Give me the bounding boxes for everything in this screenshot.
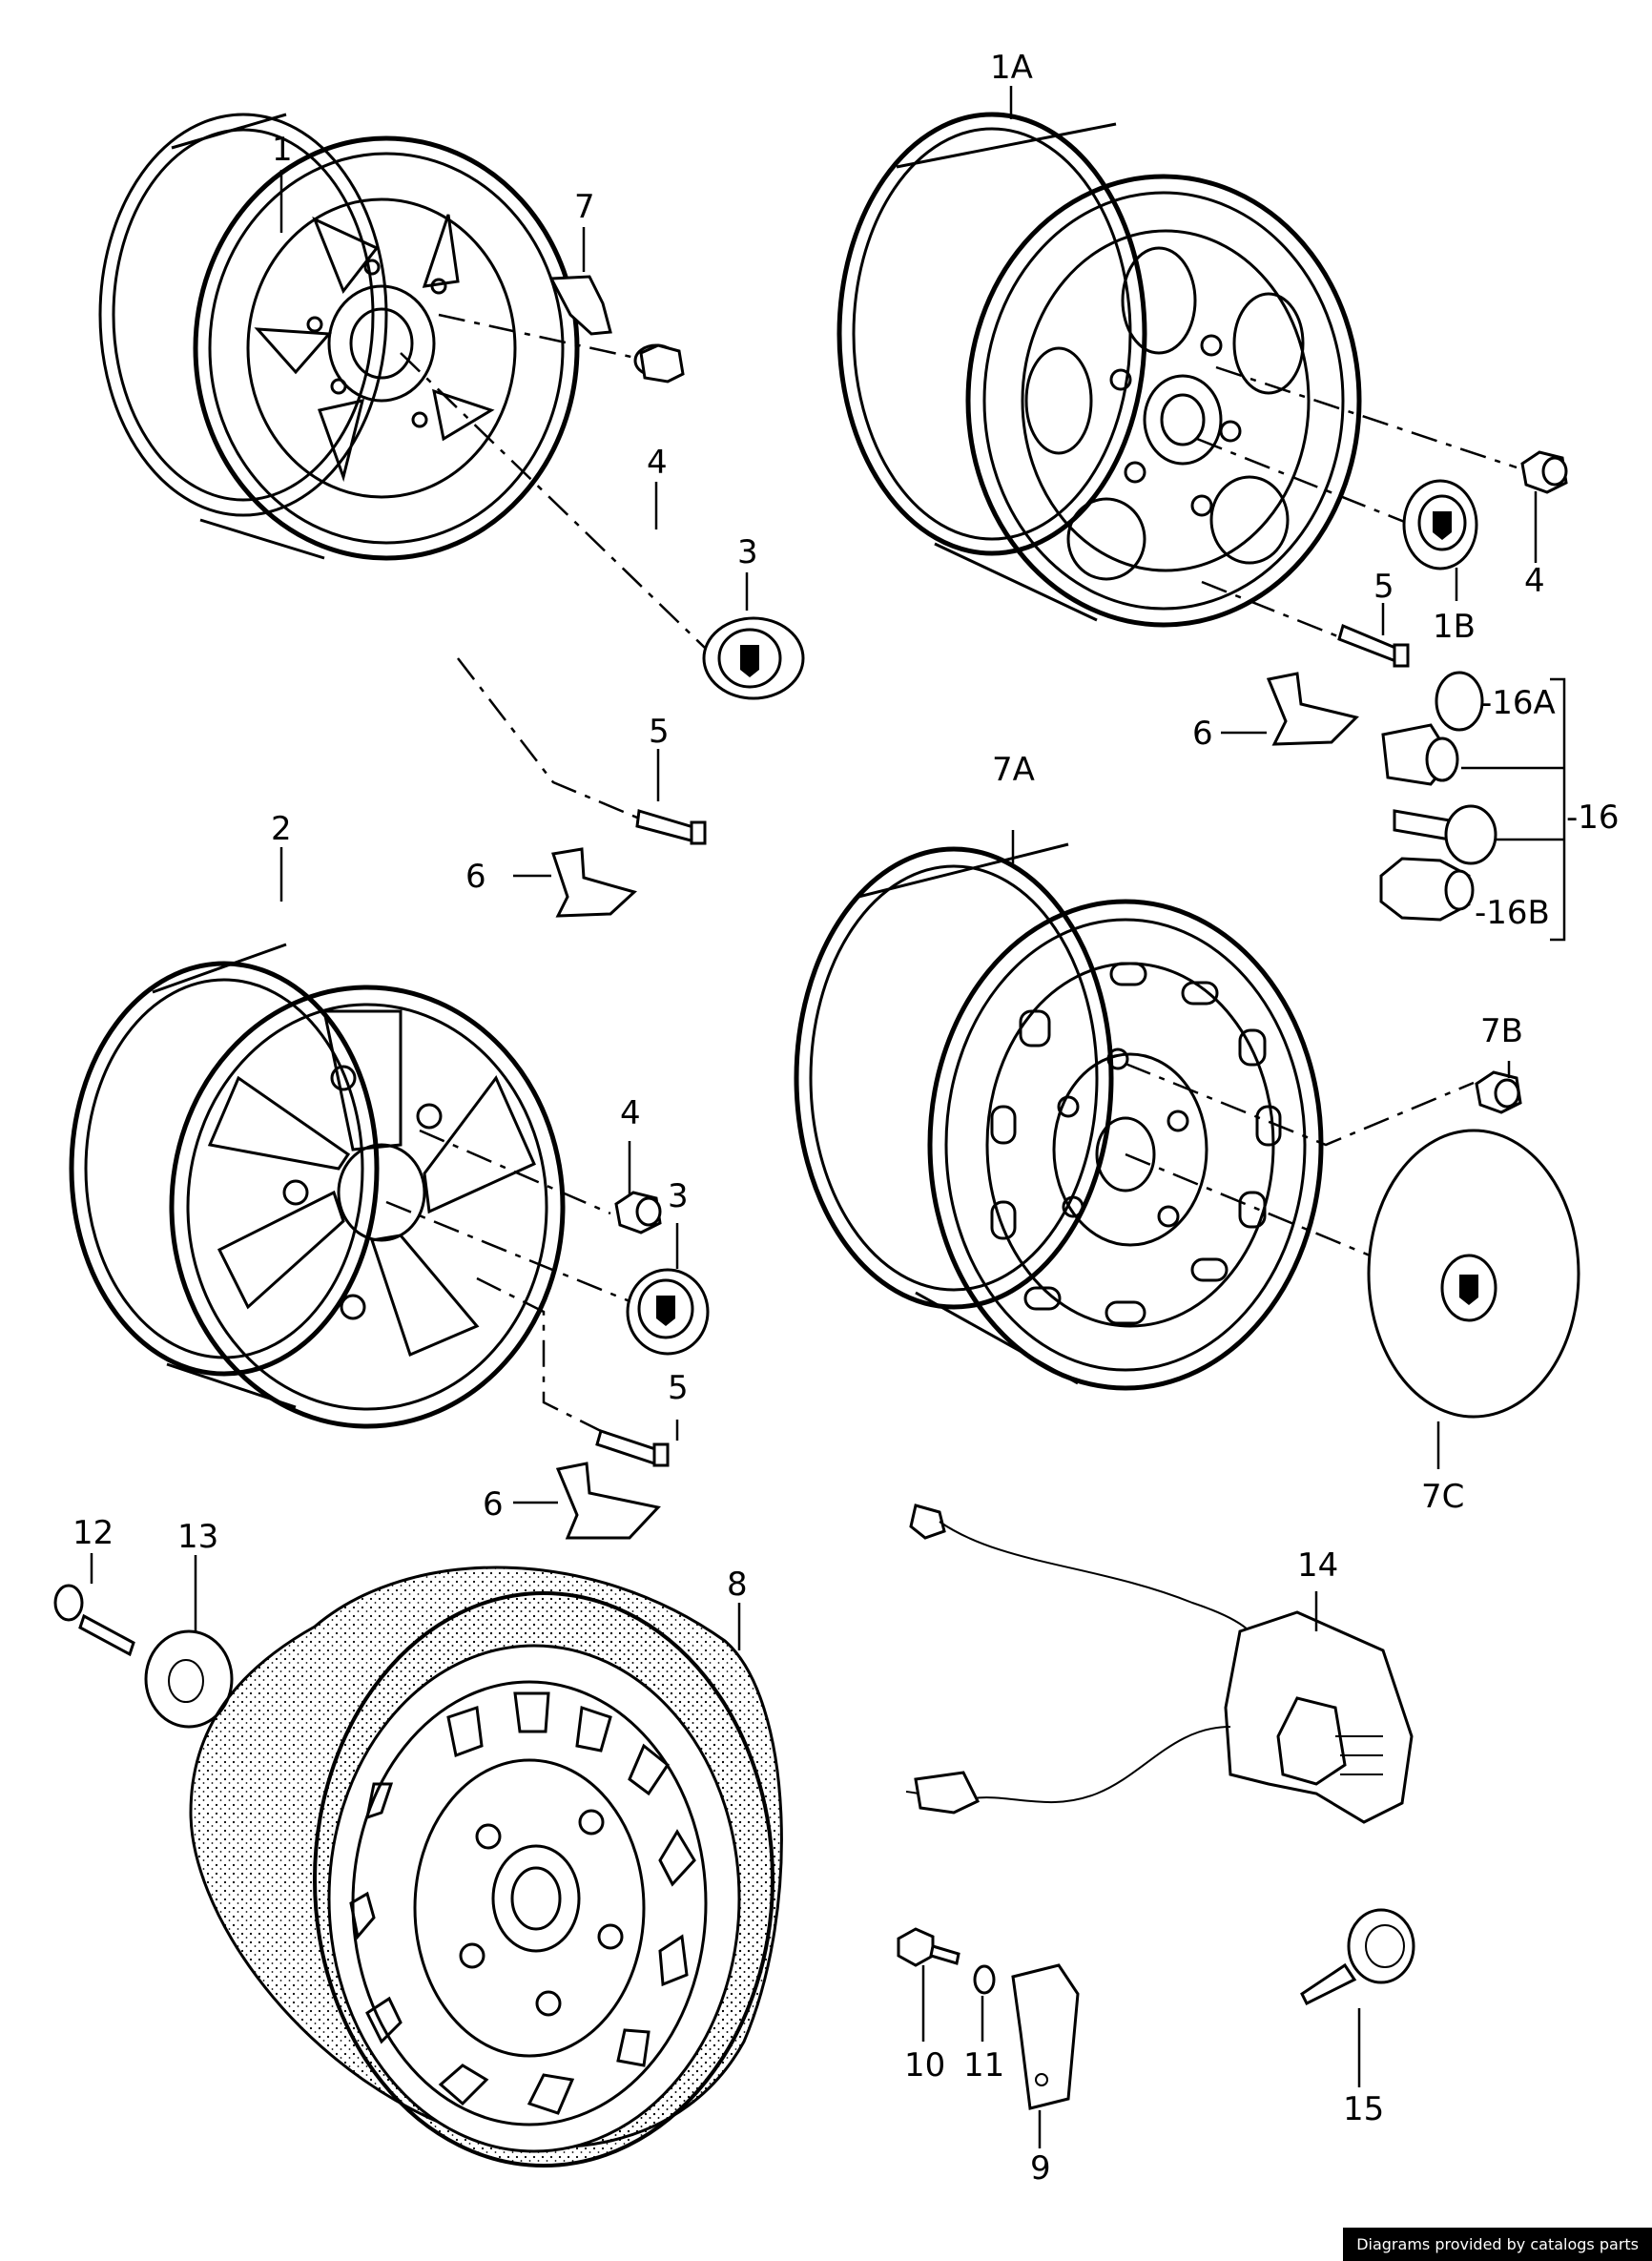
- label-11: 11: [963, 2046, 1004, 2085]
- label-6-top: 6: [465, 858, 486, 896]
- label-14: 14: [1297, 1546, 1338, 1585]
- label-leaders: [90, 86, 1538, 2148]
- label-7: 7: [574, 188, 595, 226]
- label-4-top: 4: [647, 444, 668, 482]
- part-labels: 1 1A 7 4 3 5 6 2 4 1B 5 6 -16A -16 -16B …: [72, 49, 1620, 2188]
- wheel-7a: [794, 842, 1324, 1391]
- part-10-bolt: [897, 1927, 960, 1967]
- label-3-top: 3: [737, 533, 758, 571]
- label-15: 15: [1343, 2090, 1384, 2128]
- label-2: 2: [271, 810, 292, 848]
- part-1b-center-cap: [1402, 479, 1478, 570]
- label-4-2: 4: [620, 1094, 641, 1132]
- label-5-top: 5: [649, 713, 670, 751]
- part-14-compressor: [905, 1504, 1414, 1824]
- wheel-2: [69, 943, 566, 1429]
- part-5-valve-stem-2: [595, 1429, 670, 1467]
- label-4-1a: 4: [1524, 562, 1545, 600]
- part-15-pressure-gauge: [1300, 1908, 1415, 2006]
- label-6-1a: 6: [1192, 715, 1213, 753]
- part-12-screw: [53, 1584, 135, 1657]
- part-6-balance-weight-1a: [1266, 672, 1359, 746]
- label-5-1a: 5: [1373, 568, 1394, 606]
- label-10: 10: [904, 2046, 945, 2085]
- label-7c: 7C: [1421, 1478, 1464, 1516]
- part-4-lug-nut: [633, 343, 685, 384]
- leader-lines-wheel-7a: [1125, 1062, 1475, 1271]
- part-5-valve-stem-1a: [1337, 623, 1410, 668]
- part-9-bracket: [1011, 1963, 1080, 2110]
- label-16: -16: [1566, 799, 1620, 837]
- part-6-balance-weight: [551, 847, 637, 918]
- label-6-2: 6: [483, 1485, 504, 1524]
- label-7a: 7A: [992, 751, 1035, 789]
- part-5-valve-stem: [635, 809, 707, 845]
- part-3-center-cap-2: [626, 1268, 710, 1356]
- label-12: 12: [72, 1514, 114, 1552]
- leader-lines-wheel-2: [385, 1129, 640, 1438]
- part-16-lock-set: [1379, 671, 1566, 942]
- part-7-clip: [548, 275, 612, 336]
- part-13-cap: [144, 1629, 234, 1729]
- wheel-1: [98, 113, 580, 561]
- label-1: 1: [272, 131, 293, 169]
- label-1a: 1A: [990, 49, 1033, 87]
- label-16a: -16A: [1480, 684, 1556, 722]
- part-4-lug-nut-2: [614, 1191, 662, 1234]
- leader-lines-wheel-1: [400, 313, 707, 824]
- wheel-8-spare: [189, 1566, 783, 2168]
- label-1b: 1B: [1433, 608, 1476, 646]
- part-7b-lug-nut: [1475, 1070, 1522, 1114]
- label-16b: -16B: [1475, 894, 1550, 932]
- credit-badge: Diagrams provided by catalogs parts: [1343, 2228, 1652, 2261]
- label-3-2: 3: [668, 1177, 689, 1215]
- part-4-lug-nut-1a: [1520, 450, 1568, 494]
- label-7b: 7B: [1480, 1012, 1523, 1050]
- leader-lines-wheel-1a: [1196, 365, 1518, 641]
- label-5-2: 5: [668, 1369, 689, 1407]
- label-9: 9: [1030, 2149, 1051, 2188]
- part-7c-hubcap: [1367, 1129, 1580, 1419]
- wheel-1a: [836, 112, 1362, 628]
- label-8: 8: [727, 1566, 748, 1604]
- part-11-washer: [973, 1964, 996, 1995]
- part-3-center-cap: [702, 616, 805, 700]
- label-13: 13: [177, 1518, 218, 1556]
- part-6-balance-weight-2: [555, 1462, 661, 1540]
